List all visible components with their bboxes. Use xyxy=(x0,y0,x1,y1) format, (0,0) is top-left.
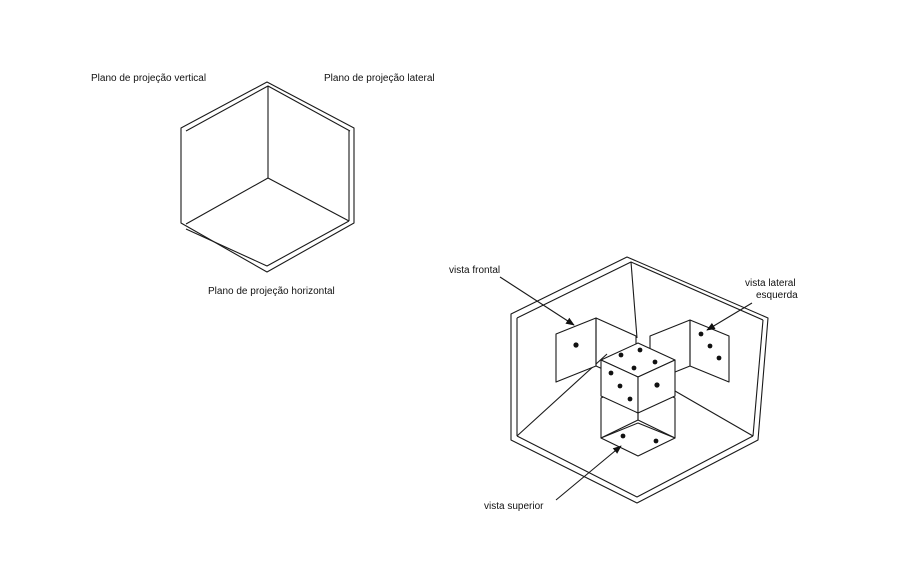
lateral-projection-square xyxy=(649,319,730,383)
label-plano-horizontal: Plano de projeção horizontal xyxy=(208,286,335,297)
arrow-vista-frontal xyxy=(499,276,575,326)
label-vista-frontal: vista frontal xyxy=(449,265,501,276)
label-plano-vertical: Plano de projeção vertical xyxy=(91,73,207,84)
label-vista-lateral: vista lateral xyxy=(745,278,796,289)
arrow-vista-superior xyxy=(555,445,622,501)
die-vertical-edge xyxy=(630,261,638,339)
label-vista-lateral-esquerda: esquerda xyxy=(756,290,798,301)
label-vista-superior: vista superior xyxy=(484,501,544,512)
projection-planes-with-die xyxy=(499,256,769,504)
planes-outer-rim xyxy=(180,81,355,273)
left-floor-edge xyxy=(185,177,269,225)
right-floor-edge xyxy=(267,177,350,222)
die-planes-outer-rim xyxy=(510,256,769,504)
superior-face xyxy=(600,422,676,457)
arrow-vista-lateral xyxy=(706,302,753,331)
die-cube xyxy=(600,342,676,414)
projection-planes-empty xyxy=(180,81,355,273)
label-plano-lateral: Plano de projeção lateral xyxy=(324,73,435,84)
